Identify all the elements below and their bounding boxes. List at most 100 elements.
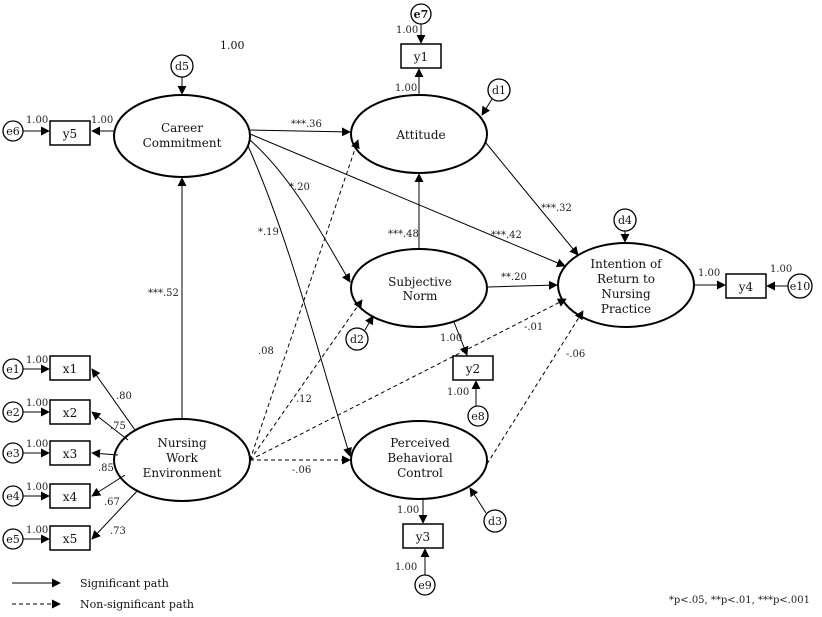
- fixed-e4: 1.00: [26, 482, 48, 493]
- error-e6: e6: [2, 120, 24, 142]
- latent-career-commitment: Career Commitment: [113, 94, 251, 178]
- x3-label: x3: [63, 447, 77, 461]
- latent-attitude: Attitude: [350, 94, 488, 174]
- coef-x1: .80: [116, 391, 132, 402]
- d4-label: d4: [618, 214, 632, 227]
- path-d2-sn: [364, 315, 374, 331]
- path-cc-int: [249, 133, 566, 268]
- x4-label: x4: [63, 490, 78, 504]
- path-sn-y2: [453, 321, 469, 356]
- path-att-int: [485, 142, 579, 256]
- disturbance-d3: d3: [483, 509, 507, 533]
- path-cc-sn: [249, 139, 351, 283]
- e2-label: e2: [6, 406, 20, 419]
- observed-y4: y4: [725, 273, 767, 299]
- d5-label: d5: [175, 60, 189, 73]
- fixed-e7: 1.00: [396, 25, 418, 36]
- coef-x5: .73: [110, 526, 126, 537]
- error-e10: e10: [787, 273, 813, 299]
- fixed-e2: 1.00: [26, 398, 48, 409]
- nwe-label-1: Nursing: [157, 436, 207, 450]
- x2-label: x2: [63, 406, 77, 420]
- intention-label-4: Practice: [601, 302, 651, 316]
- path-nwe-sn: [249, 299, 363, 461]
- observed-x3: x3: [49, 440, 91, 466]
- error-e7: e7: [410, 3, 432, 25]
- y2-label: y2: [465, 362, 480, 376]
- e3-label: e3: [6, 447, 20, 460]
- fixed-y4: 1.00: [698, 268, 720, 279]
- path-pbc-int: [486, 310, 584, 465]
- e4-label: e4: [6, 490, 20, 503]
- e9-label: e9: [418, 579, 432, 592]
- observed-x5: x5: [49, 525, 91, 551]
- fixed-e6: 1.00: [26, 115, 48, 126]
- y5-label: y5: [62, 127, 77, 141]
- coef-pbc-int: -.06: [566, 349, 585, 360]
- fixed-e9: 1.00: [395, 562, 417, 573]
- coef-nwe-int: -.01: [524, 322, 543, 333]
- path-d1-att: [481, 98, 493, 116]
- legend: Significant path Non-significant path: [12, 577, 194, 611]
- coef-x2: .75: [110, 421, 126, 432]
- disturbance-d1: d1: [487, 78, 511, 102]
- x5-label: x5: [63, 532, 77, 546]
- d2-label: d2: [350, 333, 364, 346]
- error-e5: e5: [2, 528, 24, 550]
- d3-label: d3: [488, 515, 502, 528]
- y3-label: y3: [415, 530, 430, 544]
- path-nwe-x3: [91, 449, 119, 459]
- career-label-1: Career: [161, 121, 203, 135]
- disturbance-d5: d5: [170, 54, 194, 78]
- path-nwe-x4: [91, 474, 126, 497]
- legend-nonsignificant-label: Non-significant path: [80, 598, 194, 611]
- fixed-e1: 1.00: [26, 355, 48, 366]
- fixed-y2: 1.00: [440, 333, 462, 344]
- latent-subjective-norm: Subjective Norm: [350, 248, 488, 328]
- observed-x4: x4: [49, 483, 91, 509]
- coef-nwe-att: .08: [258, 346, 274, 357]
- observed-x1: x1: [49, 355, 91, 381]
- intention-label-2: Return to: [597, 272, 655, 286]
- path-nwe-x1: [91, 368, 136, 431]
- error-e2: e2: [2, 401, 24, 423]
- observed-x2: x2: [49, 399, 91, 425]
- coef-sn-int: **.20: [501, 272, 527, 283]
- observed-y2: y2: [452, 355, 494, 381]
- significance-footnote: *p<.05, **p<.01, ***p<.001: [669, 595, 810, 606]
- y4-label: y4: [738, 280, 754, 294]
- e7-label: e7: [414, 8, 429, 21]
- latent-nursing-work-environment: Nursing Work Environment: [113, 418, 251, 502]
- error-e8: e8: [467, 405, 489, 427]
- fixed-e3: 1.00: [26, 439, 48, 450]
- fixed-e5: 1.00: [26, 525, 48, 536]
- legend-significant-label: Significant path: [80, 577, 169, 590]
- fixed-y5: 1.00: [91, 115, 113, 126]
- top-value-label: 1.00: [220, 39, 245, 52]
- pbc-label-3: Control: [397, 466, 443, 480]
- observed-y5: y5: [49, 120, 91, 146]
- attitude-label: Attitude: [395, 128, 445, 142]
- coef-sn-att: ***.48: [388, 229, 419, 240]
- nonsignificant-paths: [249, 139, 584, 465]
- fixed-y3: 1.00: [397, 505, 419, 516]
- x1-label: x1: [63, 362, 77, 376]
- coef-nwe-pbc: -.06: [292, 465, 311, 476]
- coef-att-int: ***.32: [541, 203, 572, 214]
- pbc-label-1: Perceived: [390, 436, 450, 450]
- path-nwe-int: [249, 298, 567, 461]
- latent-perceived-behavioral-control: Perceived Behavioral Control: [350, 420, 488, 500]
- d1-label: d1: [492, 84, 506, 97]
- fixed-y1: 1.00: [395, 83, 417, 94]
- e8-label: e8: [471, 410, 485, 423]
- e10-label: e10: [790, 280, 811, 293]
- coef-cc-att: ***.36: [291, 119, 322, 130]
- observed-y1: y1: [400, 43, 442, 69]
- path-cc-att: [249, 127, 351, 137]
- error-e9: e9: [414, 574, 436, 596]
- e6-label: e6: [6, 125, 20, 138]
- path-sn-int: [487, 280, 558, 290]
- coef-cc-pbc: *.19: [258, 227, 279, 238]
- error-e1: e1: [2, 358, 24, 380]
